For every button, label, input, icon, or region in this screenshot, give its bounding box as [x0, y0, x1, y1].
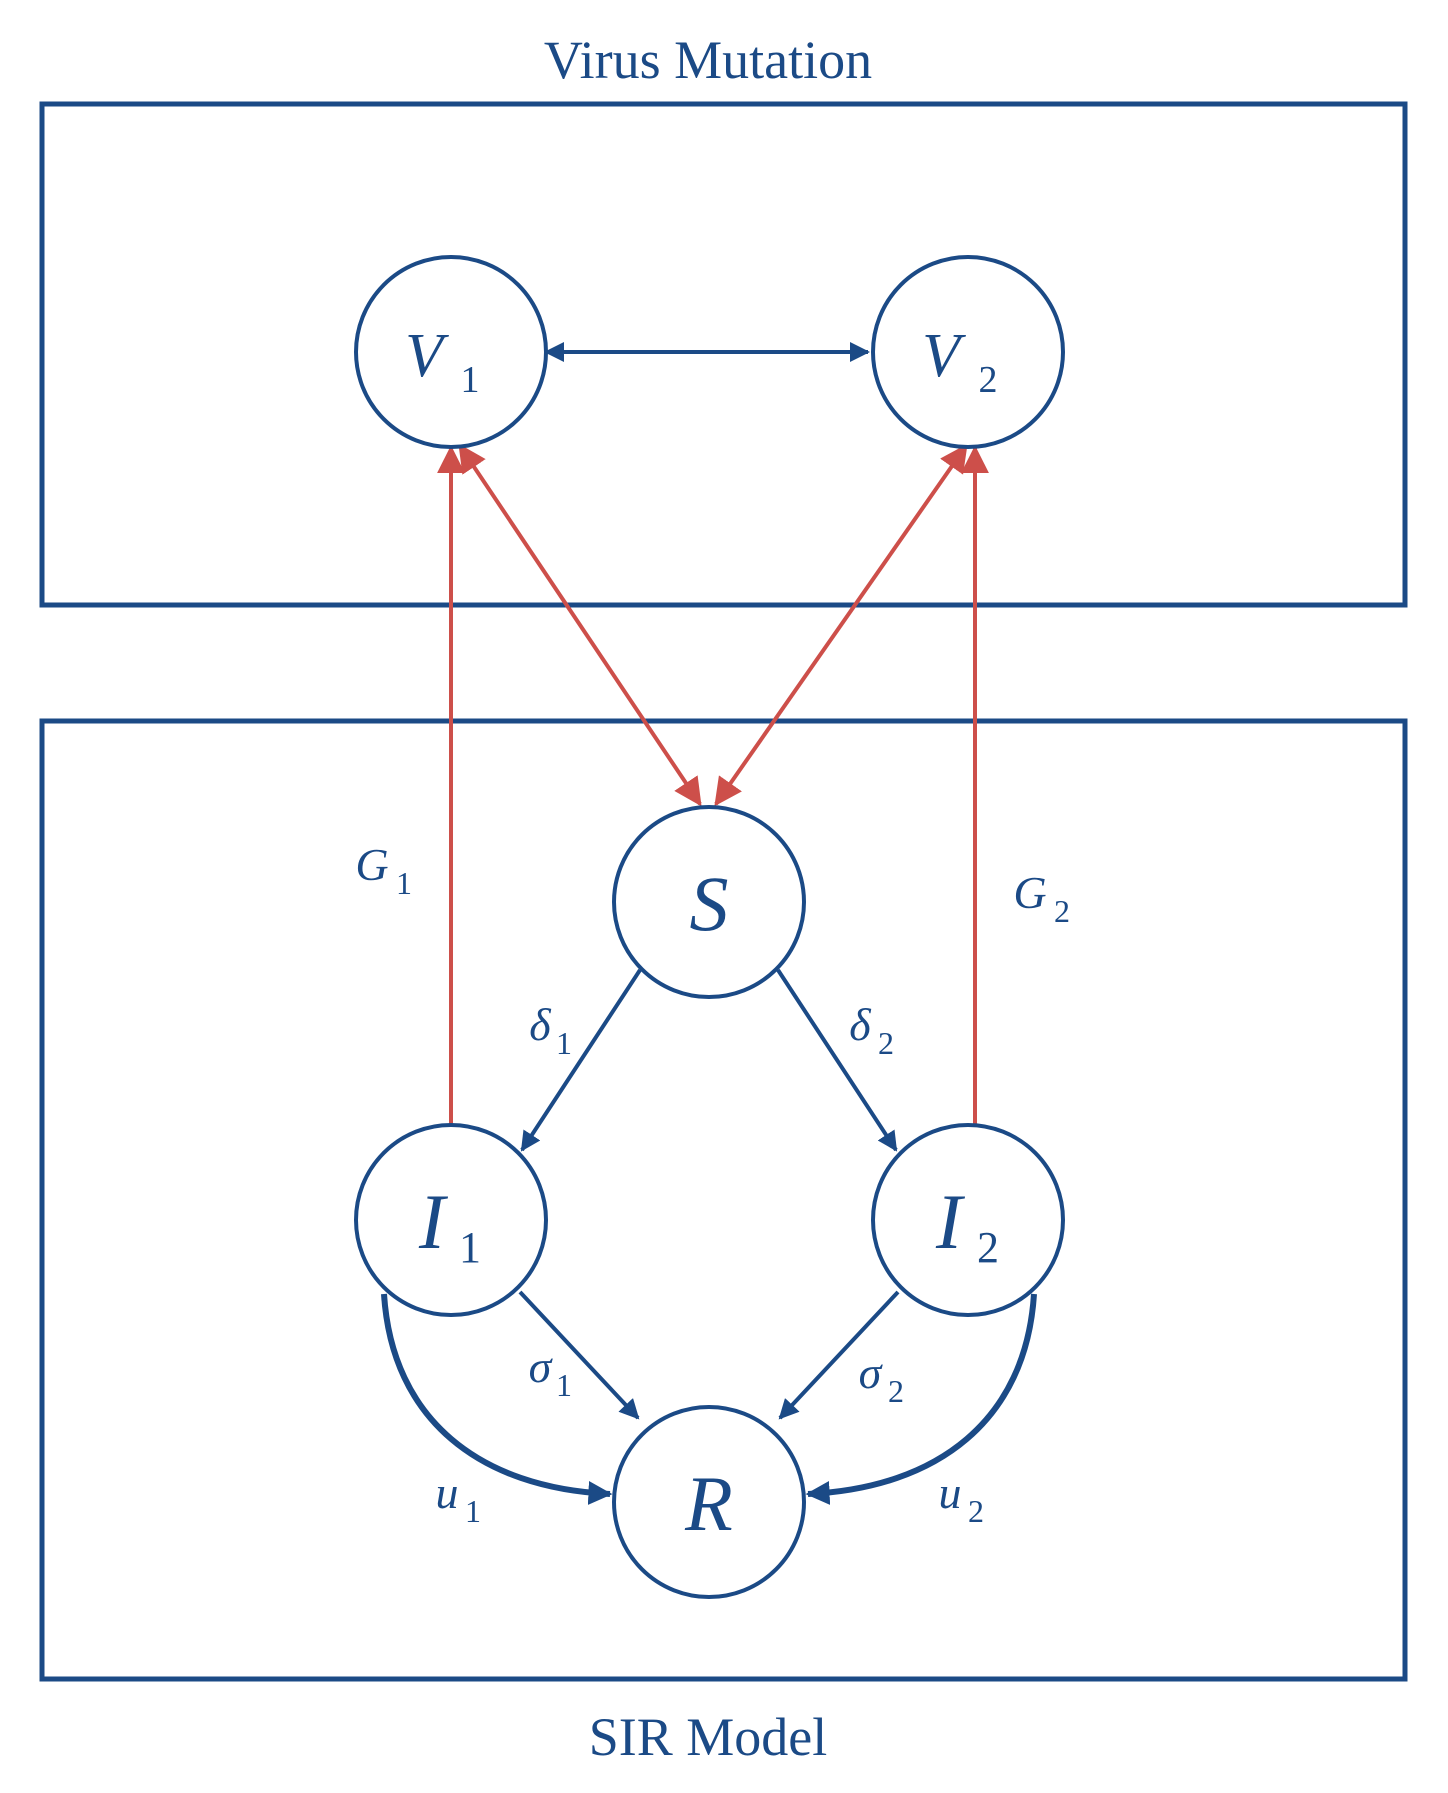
node-i2: I 2 [871, 1123, 1065, 1317]
node-i1-label: I [418, 1178, 449, 1265]
edge-v2-s [714, 443, 968, 807]
label-g1: G 1 [355, 839, 412, 901]
label-sigma1-main: σ [529, 1341, 554, 1392]
node-v1: V 1 [354, 255, 548, 449]
edge-i2-r-curved [805, 1293, 1037, 1505]
edge-i1-r [518, 1290, 640, 1420]
node-v2-label: V [922, 322, 966, 390]
node-r: R [612, 1405, 806, 1599]
node-v2-subscript: 2 [979, 359, 998, 401]
label-u1: u 1 [436, 1467, 482, 1529]
node-s-label: S [690, 860, 729, 947]
node-v1-subscript: 1 [461, 359, 480, 401]
label-u2: u 2 [939, 1467, 985, 1529]
label-g2-main: G [1013, 867, 1046, 918]
label-g1-sub: 1 [396, 865, 412, 901]
edge-i1-r-curved [381, 1293, 613, 1505]
label-u2-main: u [939, 1467, 962, 1518]
label-sigma2-main: σ [859, 1347, 884, 1398]
label-delta2-sub: 2 [878, 1025, 894, 1061]
label-delta1-main: δ [529, 999, 551, 1050]
label-sigma2: σ 2 [859, 1347, 904, 1409]
label-delta1: δ 1 [529, 999, 572, 1061]
label-g1-main: G [355, 839, 388, 890]
node-i1: I 1 [354, 1123, 548, 1317]
label-sigma1-sub: 1 [556, 1367, 572, 1403]
label-sigma2-sub: 2 [888, 1373, 904, 1409]
label-u1-sub: 1 [465, 1493, 481, 1529]
label-delta2-main: δ [849, 999, 871, 1050]
label-g2: G 2 [1013, 867, 1070, 929]
sir-model-title: SIR Model [589, 1707, 828, 1767]
label-sigma1: σ 1 [529, 1341, 572, 1403]
virus-mutation-panel [39, 101, 1408, 608]
edge-v1-s [458, 443, 702, 807]
label-g2-sub: 2 [1054, 893, 1070, 929]
edge-s-i2 [776, 968, 898, 1152]
label-u2-sub: 2 [968, 1493, 984, 1529]
node-i2-subscript: 2 [977, 1223, 999, 1272]
label-delta1-sub: 1 [556, 1025, 572, 1061]
edge-s-i1 [520, 968, 642, 1152]
node-v1-label: V [405, 322, 449, 390]
label-delta2: δ 2 [849, 999, 894, 1061]
node-i1-subscript: 1 [459, 1223, 481, 1272]
label-u1-main: u [436, 1467, 459, 1518]
node-s: S [612, 805, 806, 999]
virus-mutation-title: Virus Mutation [544, 30, 872, 90]
node-r-label: R [684, 1460, 733, 1547]
edge-i2-r [778, 1290, 900, 1420]
node-i2-label: I [935, 1178, 966, 1265]
node-v2: V 2 [871, 255, 1065, 449]
